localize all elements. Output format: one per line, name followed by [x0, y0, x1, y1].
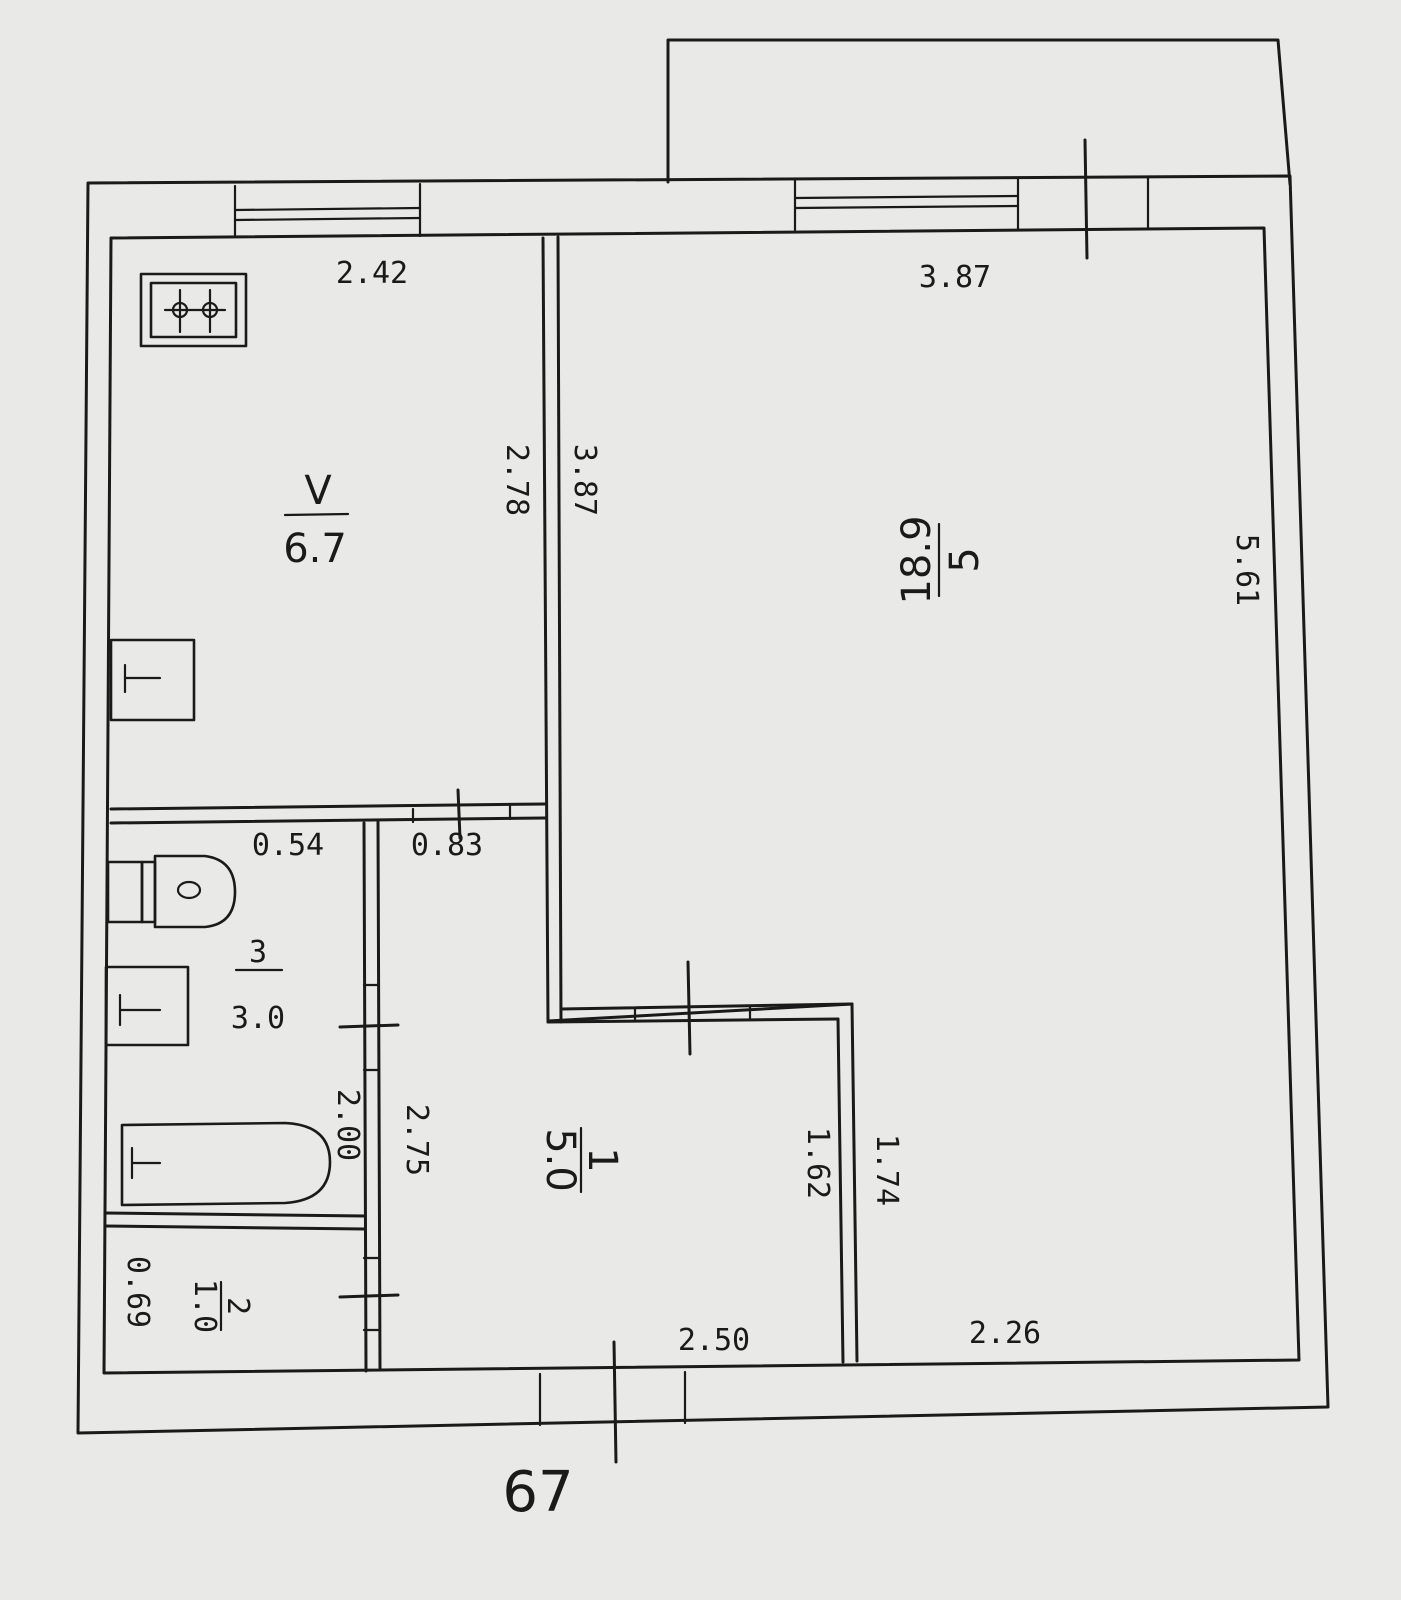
dim-kitchen-side: 2.78	[499, 444, 534, 516]
kitchen-sink-icon	[109, 638, 196, 722]
living-room-number: 5	[942, 547, 988, 572]
living-door-marker	[686, 960, 692, 1056]
toilet-area: 1.0	[187, 1279, 222, 1333]
dim-hall-right-b: 1.74	[869, 1134, 904, 1206]
kitchen-number: V	[304, 468, 332, 514]
wall-bath-hall-b	[376, 820, 382, 1372]
dim-living-left: 3.87	[567, 444, 602, 516]
balcony-door-marker	[1083, 138, 1089, 260]
dim-bath-side: 2.00	[330, 1089, 365, 1161]
room-living-label: 5 18.9	[894, 515, 988, 604]
hallway-area: 5.0	[537, 1128, 583, 1192]
dim-hall-bottom: 2.50	[678, 1323, 750, 1358]
bathroom-door-marker	[338, 1023, 400, 1029]
room-toilet-label: 2 1.0	[187, 1279, 255, 1333]
wall-hall-living-b	[559, 1002, 854, 1011]
wall-hall-living-c	[546, 1017, 840, 1024]
dim-kitchen-top: 2.42	[336, 256, 408, 291]
dim-hall-right-a: 1.62	[800, 1127, 835, 1199]
balcony-outline	[666, 38, 1292, 186]
wall-bath-toilet-b	[103, 1224, 367, 1231]
dim-living-top: 3.87	[919, 260, 991, 295]
dim-toilet-side: 0.69	[120, 1256, 155, 1328]
dim-hall-top-left: 0.54	[252, 828, 324, 863]
wall-kitchen-bottom-b	[109, 816, 547, 825]
outer-wall	[76, 174, 1330, 1435]
wall-hall-right-a	[836, 1017, 845, 1364]
wall-kitchen-bottom-a	[109, 802, 547, 811]
kitchen-window	[233, 182, 422, 238]
bathroom-area: 3.0	[231, 1001, 285, 1036]
room-bathroom-label: 3 3.0	[231, 935, 285, 1036]
wall-kitchen-living-a	[541, 236, 550, 1024]
apartment-number: 67	[502, 1460, 573, 1525]
living-room-window	[793, 175, 1150, 232]
bathroom-number: 3	[249, 935, 267, 970]
room-kitchen-label: V 6.7	[283, 468, 350, 572]
room-hallway-label: 1 5.0	[537, 1126, 625, 1194]
dim-living-bottom: 2.26	[969, 1316, 1041, 1351]
kitchen-area: 6.7	[283, 526, 347, 572]
wall-hall-living-a	[546, 1002, 854, 1023]
stove-icon	[139, 272, 248, 348]
dim-living-right: 5.61	[1229, 534, 1264, 606]
kitchen-door-marker	[456, 788, 462, 840]
entrance-door	[538, 1340, 687, 1464]
bathroom-sink-icon	[104, 965, 190, 1047]
toilet-icon	[106, 854, 237, 929]
toilet-door-marker	[338, 1293, 400, 1299]
hallway-number: 1	[579, 1147, 625, 1172]
wall-hall-right-b	[850, 1002, 859, 1363]
dim-hall-top-mid: 0.83	[411, 828, 483, 863]
dim-hall-left: 2.75	[399, 1104, 434, 1176]
bathtub-icon	[120, 1121, 332, 1207]
living-room-area: 18.9	[894, 515, 940, 604]
wall-bath-hall-a	[362, 821, 368, 1373]
toilet-number: 2	[220, 1297, 255, 1315]
wall-bath-toilet-a	[103, 1211, 367, 1218]
wall-kitchen-living-b	[556, 235, 563, 1024]
